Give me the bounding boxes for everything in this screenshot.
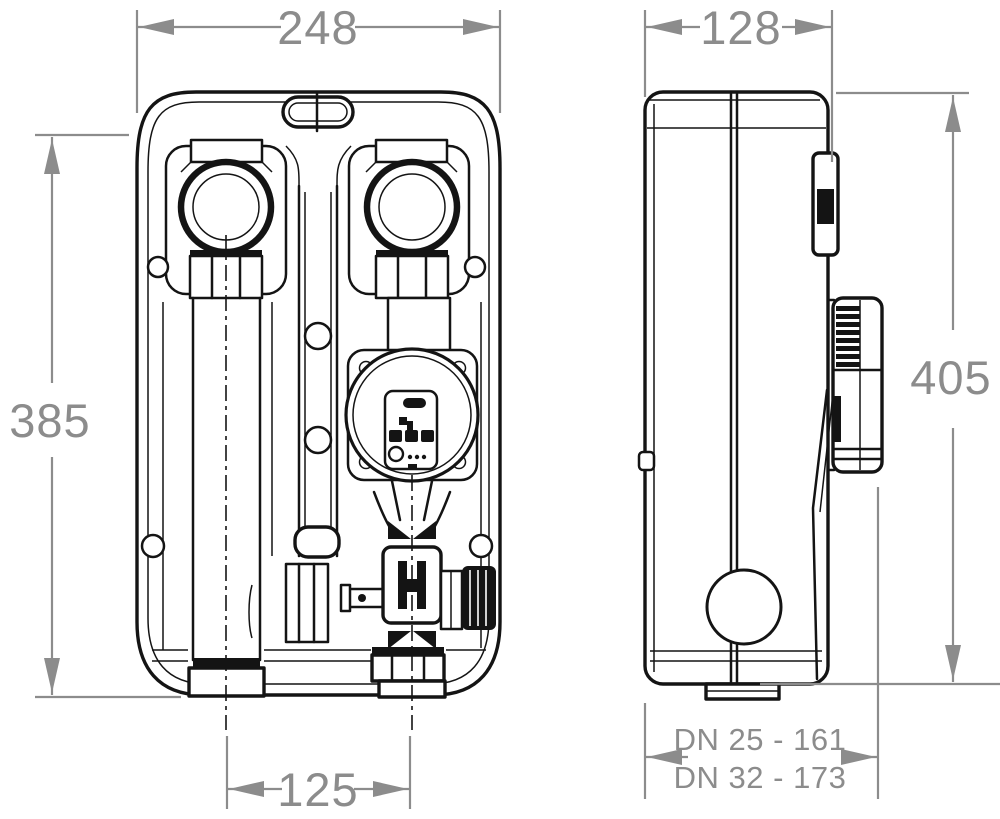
shell-base-lines [152,649,486,662]
right-port-ring [363,158,461,256]
arrow-left-icon [139,19,174,35]
valve-bottom-fitting [370,475,447,730]
center-channel [285,145,352,187]
arrow-down-icon [945,645,961,680]
arrow-right-icon [463,19,498,35]
pump-knob-icon [387,445,405,463]
arrow-up-icon [44,139,60,174]
depth-dn25-label: DN 25 - 161 [674,722,847,757]
arrow-left-icon [647,19,682,35]
left-union-shadow [190,250,262,256]
actuator-knurl [462,566,496,630]
screw-hole [463,255,487,279]
dimension-front-height: 385 [9,133,181,699]
wall-bracket [811,151,840,257]
arrow-left-icon [647,749,682,765]
arrow-right-icon [841,749,876,765]
arrow-right-icon [373,781,408,797]
handle-slot [281,90,355,133]
supply-pipe [187,235,266,730]
shell-slot [293,525,341,559]
front-width-label: 248 [277,1,358,54]
insulation-shell-outline [135,90,502,697]
pump-button [389,430,402,442]
right-ball-valve-port [363,138,461,300]
side-pocket-edge [811,388,829,681]
depth-dn32-label: DN 32 - 173 [674,760,847,795]
pump-inlet-block [386,296,452,354]
dimensions: 248 128 385 405 125 [9,1,1000,816]
front-view [135,90,502,730]
pump-outlet-funnel [372,479,452,528]
base-foot [704,682,781,701]
lower-left-union [248,525,341,644]
arrow-up-icon [945,97,961,132]
dimension-side-width: 128 [643,1,834,162]
port-spacing-label: 125 [277,763,358,816]
pump-button [421,430,434,442]
cooling-fins [836,306,860,367]
screw-hole [140,533,166,559]
pump-head-side [826,296,884,474]
pump-control-panel [383,389,439,471]
center-column [297,184,339,558]
side-view [637,90,884,701]
right-union-nut [374,254,450,300]
right-port-cap [374,138,449,164]
valve-left-stem [347,587,385,609]
dimension-front-width: 248 [135,1,502,113]
side-knob [705,568,783,646]
dimension-side-height: 405 [760,91,1000,686]
mounting-hole-top [303,321,333,351]
dimension-port-spacing: 125 [225,736,412,816]
front-height-label: 385 [9,394,90,447]
arrow-left-icon [229,781,264,797]
mixing-valve [339,545,496,649]
arrow-down-icon [44,658,60,693]
circulation-pump [344,347,480,483]
screw-hole [468,533,494,559]
pump-button [405,430,418,442]
dimension-depth: DN 25 - 161 DN 32 - 173 [643,487,880,799]
side-height-label: 405 [910,351,991,404]
left-port-cap [189,138,264,164]
pump-display [403,398,426,408]
mounting-hole-bottom [303,425,333,455]
side-width-label: 128 [700,1,781,54]
screw-hole [146,255,170,279]
arrow-right-icon [795,19,830,35]
side-clip [637,450,656,472]
